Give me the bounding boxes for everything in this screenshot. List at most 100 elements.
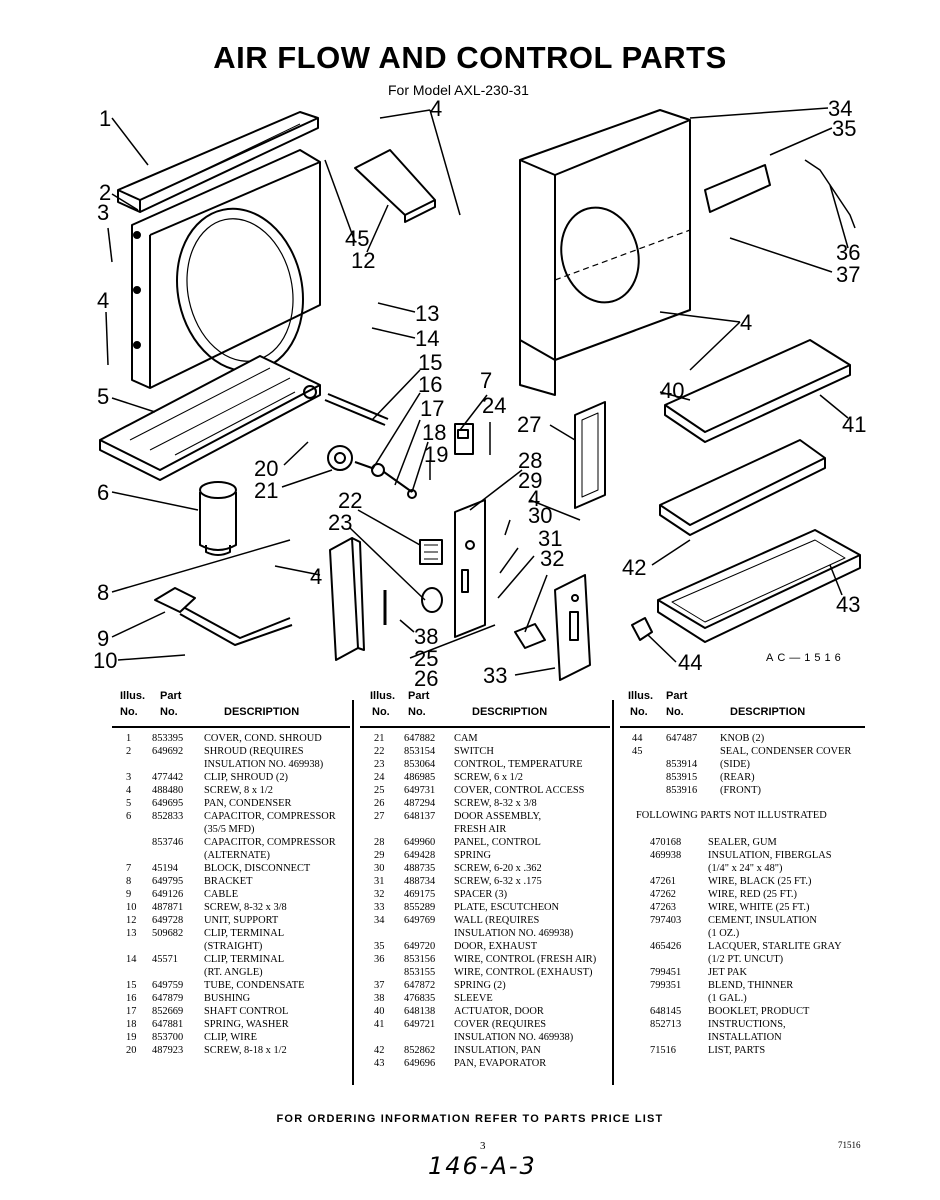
part-number: 855289 bbox=[404, 902, 436, 913]
table-header: Illus. Part No. No. DESCRIPTION bbox=[112, 688, 350, 728]
illus-number: 37 bbox=[374, 980, 385, 991]
callout-10: 10 bbox=[93, 648, 118, 673]
table-row: INSULATION NO. 469938) bbox=[360, 1031, 610, 1044]
callout-4a: 4 bbox=[97, 288, 110, 313]
callout-15: 15 bbox=[418, 350, 443, 375]
part-number: 487294 bbox=[404, 798, 436, 809]
part-number: 649795 bbox=[152, 876, 184, 887]
table-row: (1 GAL.) bbox=[620, 992, 870, 1005]
illus-number: 2 bbox=[126, 746, 132, 757]
callout-3: 3 bbox=[97, 200, 110, 225]
callout-9: 9 bbox=[97, 626, 110, 651]
part-description: SPRING bbox=[454, 850, 491, 861]
callout-8: 8 bbox=[97, 580, 110, 605]
header-no: No. bbox=[630, 706, 648, 718]
part-description: BRACKET bbox=[204, 876, 253, 887]
table-row: 853916(FRONT) bbox=[620, 784, 865, 797]
callout-25: 25 bbox=[414, 646, 439, 671]
callout-7: 7 bbox=[480, 368, 493, 393]
illus-number: 30 bbox=[374, 863, 385, 874]
column-divider bbox=[612, 700, 614, 1085]
part-description: INSTALLATION bbox=[708, 1032, 782, 1043]
part-number: 509682 bbox=[152, 928, 184, 939]
part-description: SCREW, 6 x 1/2 bbox=[454, 772, 523, 783]
part-description: WIRE, CONTROL (FRESH AIR) bbox=[454, 954, 597, 965]
part-description: INSULATION, PAN bbox=[454, 1045, 541, 1056]
callout-41: 41 bbox=[842, 412, 867, 437]
part-number: 853064 bbox=[404, 759, 436, 770]
callout-35: 35 bbox=[832, 116, 857, 141]
illus-number: 3 bbox=[126, 772, 132, 783]
part-number: 487871 bbox=[152, 902, 184, 913]
switch-22 bbox=[419, 539, 443, 565]
header-illus: Illus. bbox=[370, 690, 396, 702]
table-header: Illus. Part No. No. DESCRIPTION bbox=[360, 688, 610, 728]
table-row: FRESH AIR bbox=[360, 823, 610, 836]
diagram-reference: AC—1516 bbox=[766, 652, 845, 664]
table-row: (RT. ANGLE) bbox=[112, 966, 350, 979]
table-row: (1 OZ.) bbox=[620, 927, 870, 940]
part-description: PANEL, CONTROL bbox=[454, 837, 541, 848]
callout-19: 19 bbox=[424, 442, 449, 467]
column-divider bbox=[352, 700, 354, 1085]
callout-21: 21 bbox=[254, 478, 279, 503]
part-description: CLIP, TERMINAL bbox=[204, 928, 285, 939]
illus-number: 17 bbox=[126, 1006, 137, 1017]
part-description: (1 GAL.) bbox=[708, 993, 747, 1004]
part-description: INSTRUCTIONS, bbox=[708, 1019, 786, 1030]
escutcheon-plate bbox=[554, 574, 591, 681]
header-no: No. bbox=[372, 706, 390, 718]
part-number: 469938 bbox=[650, 850, 682, 861]
part-description: BLOCK, DISCONNECT bbox=[204, 863, 311, 874]
part-description: PLATE, ESCUTCHEON bbox=[454, 902, 560, 913]
illus-number: 13 bbox=[126, 928, 137, 939]
callout-17: 17 bbox=[420, 396, 445, 421]
support-unit bbox=[354, 149, 436, 223]
part-description: BLEND, THINNER bbox=[708, 980, 794, 991]
part-description: ACTUATOR, DOOR bbox=[454, 1006, 544, 1017]
part-number: 852862 bbox=[404, 1045, 436, 1056]
part-number: 488480 bbox=[152, 785, 184, 796]
illus-number: 28 bbox=[374, 837, 385, 848]
cam-assembly bbox=[327, 445, 417, 499]
callout-42: 42 bbox=[622, 555, 647, 580]
illus-number: 10 bbox=[126, 902, 137, 913]
part-description: SEAL, CONDENSER COVER bbox=[720, 746, 852, 757]
fresh-air-door bbox=[574, 401, 606, 509]
table-row: INSULATION NO. 469938) bbox=[112, 758, 350, 771]
part-number: 799351 bbox=[650, 980, 682, 991]
part-description: WIRE, CONTROL (EXHAUST) bbox=[454, 967, 593, 978]
illus-number: 31 bbox=[374, 876, 385, 887]
table-header: Illus. Part No. No. DESCRIPTION bbox=[620, 688, 865, 728]
callout-30: 30 bbox=[528, 503, 553, 528]
part-description: SCREW, 8 x 1/2 bbox=[204, 785, 273, 796]
header-description: DESCRIPTION bbox=[224, 706, 300, 718]
header-description: DESCRIPTION bbox=[730, 706, 806, 718]
part-number: 649731 bbox=[404, 785, 436, 796]
callout-33: 33 bbox=[483, 663, 508, 688]
pan-insulation bbox=[659, 439, 826, 536]
part-description: SCREW, 6-20 x .362 bbox=[454, 863, 542, 874]
part-description: CLIP, WIRE bbox=[204, 1032, 257, 1043]
part-number: 649759 bbox=[152, 980, 184, 991]
part-description: WIRE, BLACK (25 FT.) bbox=[708, 876, 812, 887]
part-description: WIRE, RED (25 FT.) bbox=[708, 889, 797, 900]
capacitor bbox=[199, 481, 237, 556]
